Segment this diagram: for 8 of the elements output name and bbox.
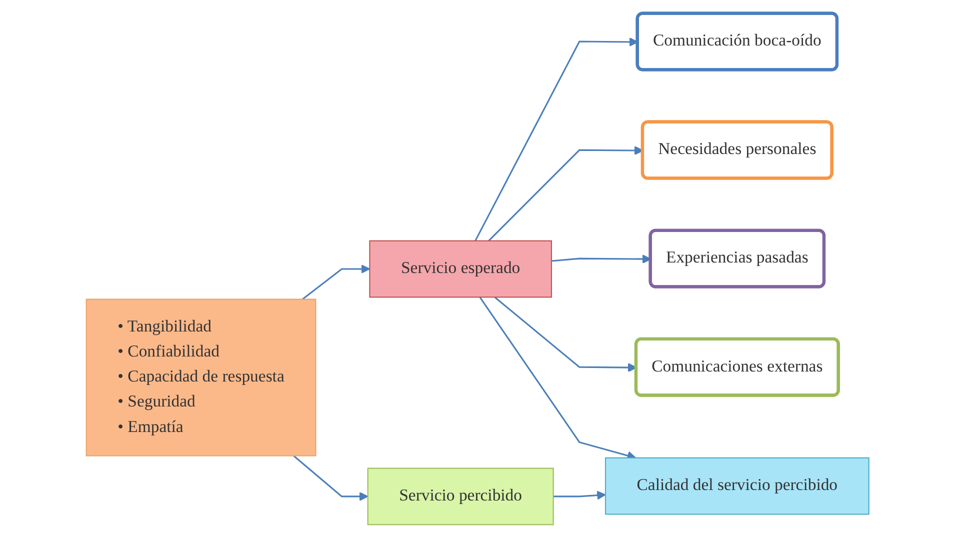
node-box	[86, 298, 317, 456]
node-box	[605, 457, 870, 515]
arrow	[294, 455, 369, 502]
flowchart-drawing: Comunicación boca-oído Necesidades personales Experiencias pasadas Comunicaciones externas • Tangibilidad • Confiabilidad • Capacidad de respuesta • Seguridad • Empatía Servicio esperado Servicio percibido Calidad del servicio percibido	[78, 5, 878, 533]
node-box	[370, 240, 552, 298]
arrow	[302, 264, 370, 300]
arrow	[554, 490, 606, 500]
node-box	[368, 468, 554, 526]
